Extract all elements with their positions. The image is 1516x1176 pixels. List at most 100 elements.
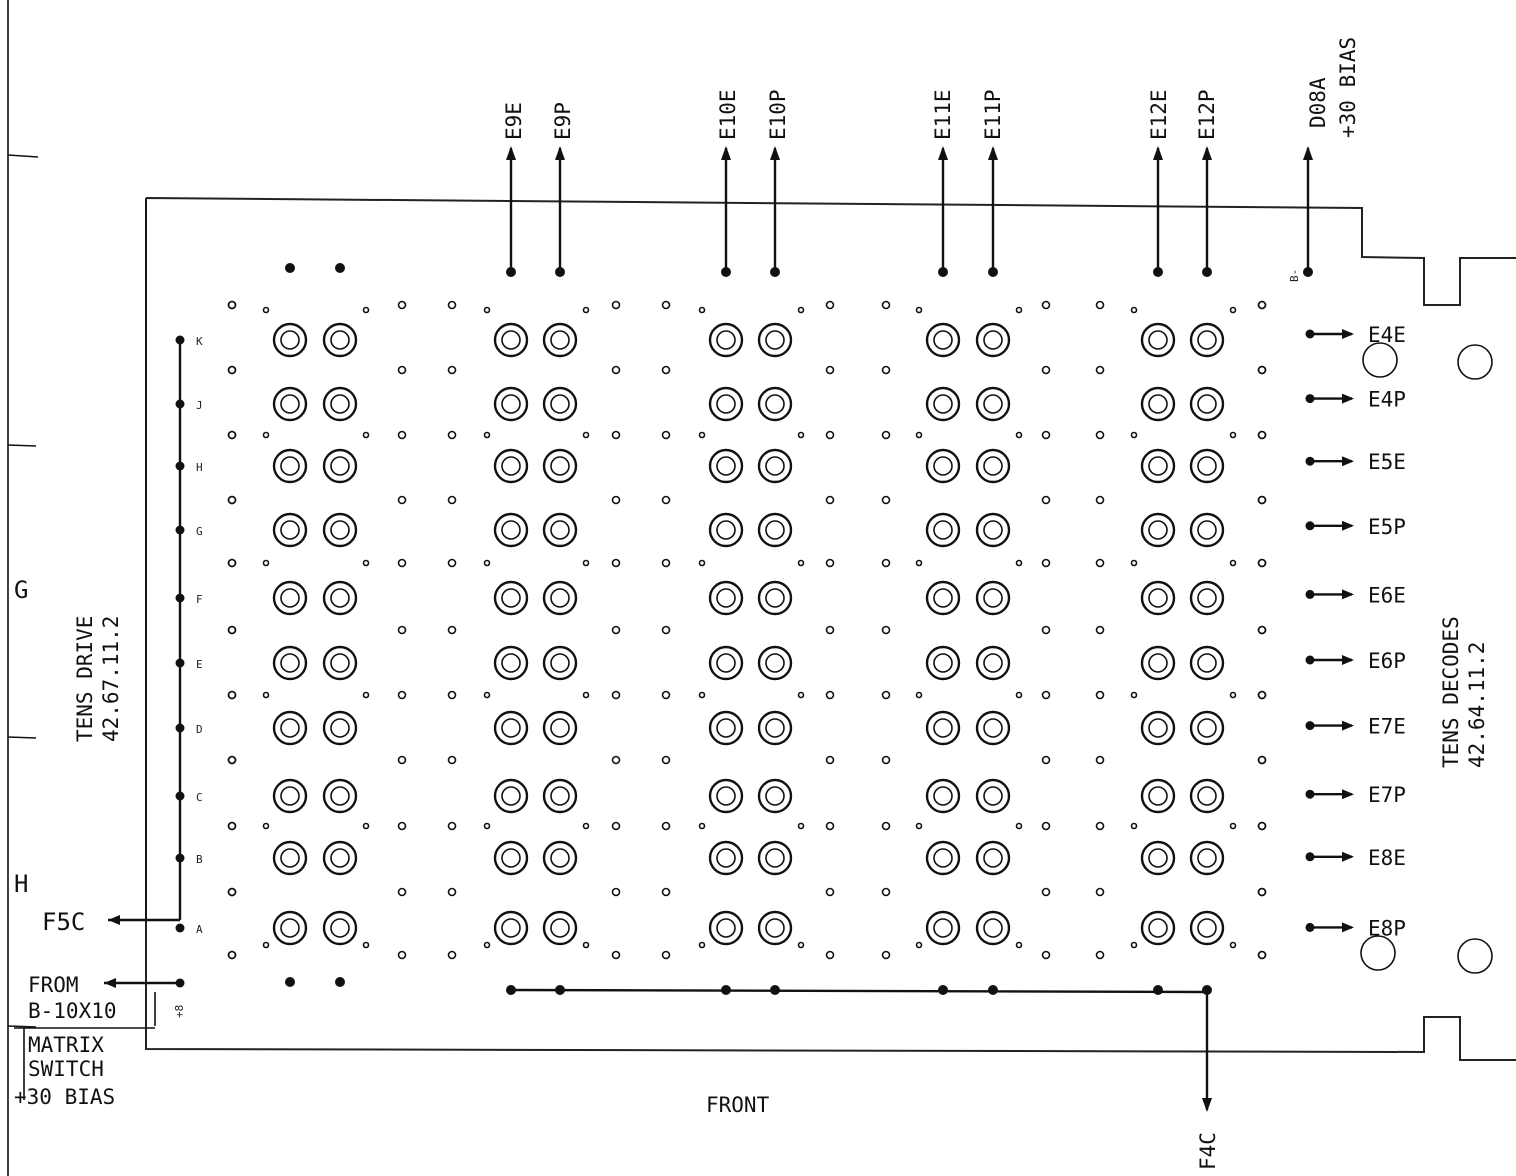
socket-ring-inner xyxy=(716,456,736,476)
via-hole xyxy=(698,941,706,949)
socket-ring-inner xyxy=(1148,653,1168,673)
output-label-f4c: F4C xyxy=(1196,1132,1220,1170)
signal-label-e11e: E11E xyxy=(931,89,955,140)
socket-ring-outer xyxy=(757,710,793,746)
bus-node xyxy=(506,985,516,995)
via-hole xyxy=(447,300,457,310)
via-hole xyxy=(582,306,590,314)
tens-decodes-number: 42.64.11.2 xyxy=(1465,642,1489,768)
socket-ring-inner xyxy=(983,394,1003,414)
socket-ring-inner xyxy=(280,786,300,806)
lead-terminal xyxy=(988,267,998,277)
via-hole xyxy=(1257,365,1267,375)
socket-ring-outer xyxy=(708,322,744,358)
socket-ring-outer xyxy=(542,910,578,946)
via-hole xyxy=(1041,690,1051,700)
via-hole xyxy=(1015,941,1023,949)
socket-ring-outer xyxy=(757,448,793,484)
socket-ring-inner xyxy=(1197,918,1217,938)
via-hole xyxy=(698,691,706,699)
socket-ring-inner xyxy=(1148,456,1168,476)
socket-ring-outer xyxy=(542,580,578,616)
via-hole xyxy=(881,690,891,700)
socket-ring-inner xyxy=(765,330,785,350)
socket-ring-inner xyxy=(280,456,300,476)
socket-ring-inner xyxy=(501,520,521,540)
via-hole xyxy=(881,625,891,635)
socket-ring-outer xyxy=(322,910,358,946)
via-hole xyxy=(915,822,923,830)
front-label: FRONT xyxy=(706,1093,770,1117)
via-hole xyxy=(611,755,621,765)
row-letter-label: C xyxy=(196,791,203,804)
socket-ring-inner xyxy=(765,848,785,868)
via-hole xyxy=(397,625,407,635)
via-hole xyxy=(661,755,671,765)
socket-ring-inner xyxy=(280,653,300,673)
lead-terminal xyxy=(285,977,295,987)
socket-ring-inner xyxy=(933,718,953,738)
arrow-head xyxy=(1342,393,1354,404)
via-hole xyxy=(1041,430,1051,440)
socket-ring-inner xyxy=(933,330,953,350)
via-hole xyxy=(915,306,923,314)
mounting-hole xyxy=(1360,935,1396,971)
via-hole xyxy=(1257,887,1267,897)
bus-node xyxy=(770,985,780,995)
row-letter-label: F xyxy=(196,593,203,606)
via-hole xyxy=(698,822,706,830)
arrow-head xyxy=(938,146,948,160)
row-letter-label: B xyxy=(196,853,203,866)
via-hole xyxy=(881,495,891,505)
bus-node xyxy=(175,335,185,345)
via-hole xyxy=(447,755,457,765)
socket-ring-inner xyxy=(983,520,1003,540)
socket-ring-inner xyxy=(330,786,350,806)
socket-ring-inner xyxy=(1148,520,1168,540)
via-hole xyxy=(611,365,621,375)
arrow-head xyxy=(1202,146,1212,160)
socket-ring-inner xyxy=(280,520,300,540)
bus-node xyxy=(175,461,185,471)
via-hole xyxy=(483,691,491,699)
via-hole xyxy=(1015,306,1023,314)
via-hole xyxy=(611,887,621,897)
socket-ring-outer xyxy=(493,710,529,746)
socket-ring-inner xyxy=(501,456,521,476)
via-hole xyxy=(447,821,457,831)
socket-ring-outer xyxy=(1140,910,1176,946)
via-hole xyxy=(1095,950,1105,960)
via-hole xyxy=(1130,306,1138,314)
socket-ring-outer xyxy=(542,645,578,681)
socket-ring-inner xyxy=(550,588,570,608)
via-hole xyxy=(611,300,621,310)
socket-ring-inner xyxy=(765,653,785,673)
socket-ring-outer xyxy=(1189,580,1225,616)
via-hole xyxy=(483,431,491,439)
via-hole xyxy=(1257,558,1267,568)
socket-ring-outer xyxy=(1140,448,1176,484)
socket-ring-inner xyxy=(330,456,350,476)
via-hole xyxy=(582,559,590,567)
socket-ring-inner xyxy=(330,918,350,938)
via-hole xyxy=(1257,430,1267,440)
socket-ring-inner xyxy=(716,330,736,350)
socket-ring-inner xyxy=(501,653,521,673)
socket-ring-inner xyxy=(765,520,785,540)
via-hole xyxy=(397,365,407,375)
bus-node xyxy=(1153,985,1163,995)
pin-label-bminus: B- xyxy=(1288,269,1301,282)
via-hole xyxy=(1095,365,1105,375)
sheet-edge-marks xyxy=(7,0,39,1176)
via-hole xyxy=(397,755,407,765)
arrow-head xyxy=(1342,922,1354,933)
arrow-head xyxy=(1342,456,1354,467)
via-hole xyxy=(915,691,923,699)
socket-ring-outer xyxy=(493,580,529,616)
via-hole xyxy=(447,495,457,505)
socket-ring-inner xyxy=(1197,786,1217,806)
socket-ring-outer xyxy=(1140,778,1176,814)
edge-letter-h: H xyxy=(14,870,28,898)
